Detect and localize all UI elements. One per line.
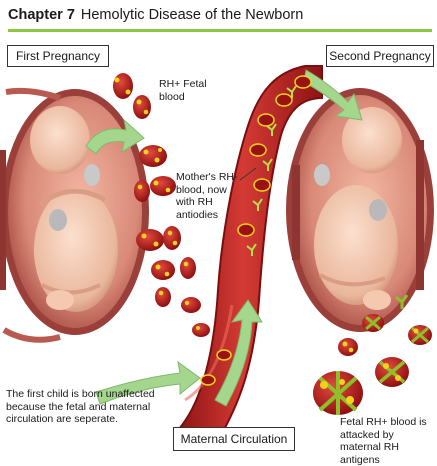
red-blood-cell-icon — [155, 287, 171, 307]
red-blood-cell-icon — [362, 314, 384, 332]
red-blood-cell-icon — [134, 180, 150, 202]
red-blood-cell-icon — [338, 338, 358, 356]
red-blood-cell-icon — [181, 297, 201, 313]
red-blood-cell-icon — [150, 176, 176, 196]
red-blood-cell-icon — [151, 260, 175, 280]
header-rule — [8, 29, 432, 32]
mothers-blood-note: Mother's RH-blood, now with RH antiodies — [176, 171, 238, 221]
second-pregnancy-label: Second Pregnancy — [326, 45, 434, 67]
first-child-note: The first child is born unaffected becau… — [6, 388, 155, 425]
maternal-blood-vessel — [176, 65, 323, 442]
fetal-blood-cells — [113, 73, 210, 337]
red-blood-cell-icon — [139, 145, 167, 167]
chapter-title: Hemolytic Disease of the Newborn — [80, 7, 304, 23]
red-blood-cell-icon — [375, 357, 409, 387]
rh-fetal-blood-note: RH+ Fetal blood — [159, 78, 207, 103]
red-blood-cell-icon — [133, 95, 151, 119]
second-fetus-illustration — [314, 107, 402, 310]
chapter-number: Chapter 7 — [8, 7, 75, 23]
red-blood-cell-icon — [313, 371, 363, 415]
red-blood-cell-icon — [192, 323, 210, 337]
green-flow-arrows — [85, 69, 363, 407]
attacked-fetal-cells — [313, 294, 432, 415]
red-blood-cell-icon — [408, 325, 432, 345]
red-blood-cell-icon — [113, 73, 133, 99]
antibody-icon — [246, 85, 297, 256]
first-fetus-illustration — [30, 106, 118, 312]
fetal-attacked-note: Fetal RH+ blood is attacked by maternal … — [340, 416, 427, 466]
vessel-blood-cells — [200, 75, 312, 386]
red-blood-cell-icon — [180, 257, 196, 279]
maternal-circulation-label: Maternal Circulation — [173, 427, 295, 451]
antibody-icon — [395, 294, 409, 309]
red-blood-cell-icon — [136, 229, 164, 251]
first-pregnancy-label: First Pregnancy — [7, 45, 109, 67]
red-blood-cell-icon — [163, 226, 181, 250]
chapter-header: Chapter 7 Hemolytic Disease of the Newbor… — [8, 6, 432, 28]
annotation-leader — [239, 167, 257, 181]
